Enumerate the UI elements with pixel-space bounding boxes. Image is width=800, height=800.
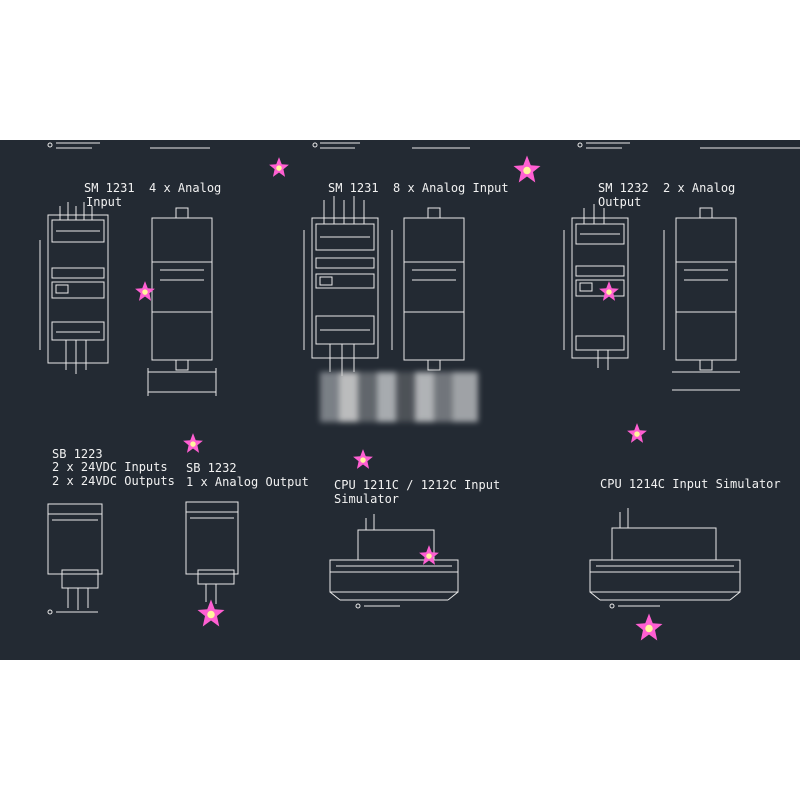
pink-star-logo-icon bbox=[635, 613, 663, 641]
cpu1211c-title: CPU 1211C / 1212C Input bbox=[334, 478, 501, 492]
top-note-right bbox=[577, 142, 800, 149]
cpu1214c-title: CPU 1214C Input Simulator bbox=[600, 477, 781, 491]
pink-star-logo-icon bbox=[183, 433, 203, 453]
sm1232-2aq-front-view bbox=[563, 204, 629, 370]
sb1232-title: SB 1232 bbox=[186, 461, 237, 475]
pink-star-logo-icon bbox=[353, 449, 373, 469]
blurred-region bbox=[320, 372, 478, 422]
sb1223-outputs: 2 x 24VDC Outputs bbox=[52, 474, 175, 488]
sm1232-2aq-subtitle: Output bbox=[598, 195, 642, 209]
cpu1211c-simulator-view bbox=[329, 514, 459, 609]
cpu1214c-simulator-view bbox=[589, 508, 741, 609]
sm1231-8ai-front-view bbox=[303, 196, 379, 376]
sm1232-2aq-title: SM 1232 2 x Analog bbox=[598, 181, 736, 195]
pink-star-logo-icon bbox=[627, 423, 647, 443]
pink-star-logo-icon bbox=[599, 281, 619, 301]
pink-star-logo-icon bbox=[197, 599, 225, 627]
sb1223-inputs: 2 x 24VDC Inputs bbox=[52, 460, 168, 474]
sm1231-8ai-title: SM 1231 8 x Analog Input bbox=[328, 181, 509, 195]
sm1231-4ai-title: SM 1231 4 x Analog bbox=[84, 181, 222, 195]
pink-star-logo-icon bbox=[419, 545, 439, 565]
top-note-mid bbox=[312, 142, 470, 149]
sb1223-title: SB 1223 bbox=[52, 447, 103, 461]
cad-drawing-canvas: SM 1231 4 x Analog Input SM 1231 8 x Ana… bbox=[0, 140, 800, 660]
pink-star-logo-icon bbox=[513, 155, 541, 183]
cad-linework bbox=[39, 142, 800, 615]
sm1231-4ai-side-view bbox=[147, 207, 217, 396]
sb1232-board-view bbox=[185, 501, 239, 604]
sm1232-2aq-side-view bbox=[663, 207, 740, 391]
sm1231-4ai-front-view bbox=[39, 202, 109, 374]
sm1231-4ai-subtitle: Input bbox=[86, 195, 123, 209]
pink-star-logo-icon bbox=[135, 281, 155, 301]
sb1223-board-view bbox=[47, 503, 103, 615]
cpu1211c-subtitle: Simulator bbox=[334, 492, 400, 506]
sm1231-8ai-side-view bbox=[391, 207, 465, 371]
sb1232-subtitle: 1 x Analog Output bbox=[186, 475, 309, 489]
top-note-left bbox=[47, 142, 210, 149]
pink-star-logo-icon bbox=[269, 157, 289, 177]
